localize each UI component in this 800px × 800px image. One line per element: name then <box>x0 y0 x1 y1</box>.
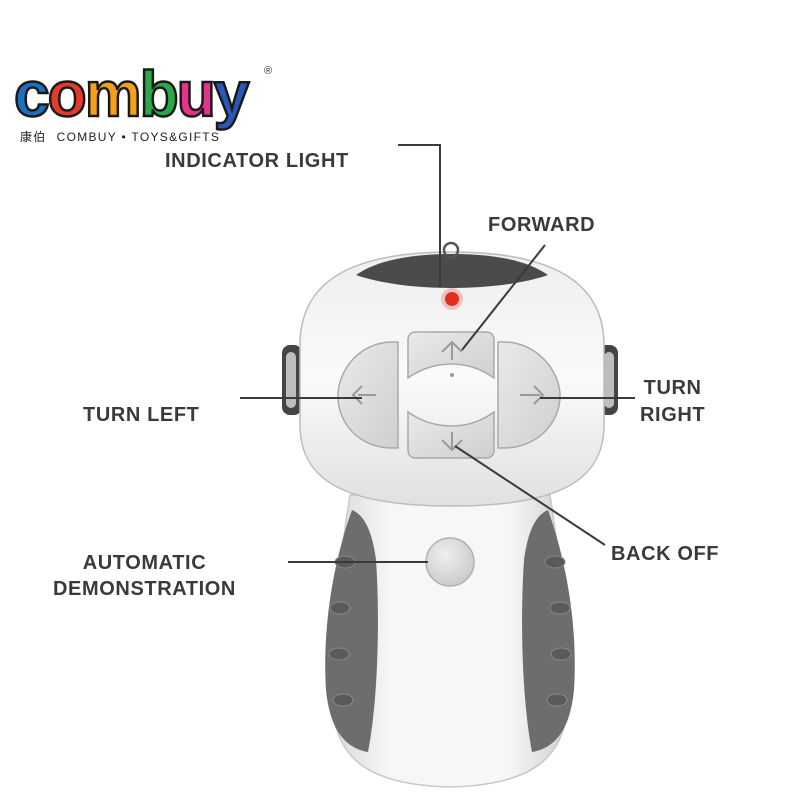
leader-indicator <box>398 144 441 287</box>
right-arrow-icon <box>520 385 545 405</box>
leader-back-off <box>454 445 606 546</box>
registered-mark: ® <box>264 65 272 77</box>
label-turn-right-line1: TURN <box>643 377 702 399</box>
label-automatic-line2: DEMONSTRATION <box>53 578 236 600</box>
label-indicator-light: INDICATOR LIGHT <box>165 150 349 172</box>
svg-text:combuy: combuy <box>14 58 250 130</box>
label-forward: FORWARD <box>488 214 596 236</box>
handle-body <box>325 494 575 788</box>
left-grip <box>325 510 378 752</box>
label-turn-left: TURN LEFT <box>83 404 200 426</box>
leader-lines <box>240 144 635 563</box>
forward-arrow-icon <box>441 340 463 360</box>
back-arrow-icon <box>441 432 463 452</box>
indicator-light <box>445 292 459 306</box>
label-automatic-demonstration: AUTOMATIC DEMONSTRATION <box>53 550 236 602</box>
right-grip <box>522 510 575 752</box>
label-turn-right-line2: RIGHT <box>640 404 706 426</box>
combuy-logo: combuy ® <box>13 58 272 131</box>
label-back-off: BACK OFF <box>611 543 720 565</box>
left-arrow-icon <box>351 385 376 405</box>
logo-letter-u: u <box>177 58 214 130</box>
logo-letter-m: m <box>85 58 140 130</box>
leader-forward <box>461 244 546 351</box>
logo-letter-b: b <box>140 58 177 130</box>
logo-letter-o: o <box>48 58 85 130</box>
antenna-loop <box>442 241 460 259</box>
logo-letter-c: c <box>14 58 48 130</box>
brand-tagline: COMBUY • TOYS&GIFTS <box>56 130 221 144</box>
logo-letter-y: y <box>214 58 250 130</box>
label-turn-right: TURN RIGHT <box>640 375 705 429</box>
brand-chinese-name: 康伯 <box>20 130 47 144</box>
brand-tagline-row: 康伯 COMBUY • TOYS&GIFTS <box>20 128 220 145</box>
label-automatic-line1: AUTOMATIC <box>82 552 207 574</box>
automatic-demo-button[interactable] <box>425 537 475 587</box>
